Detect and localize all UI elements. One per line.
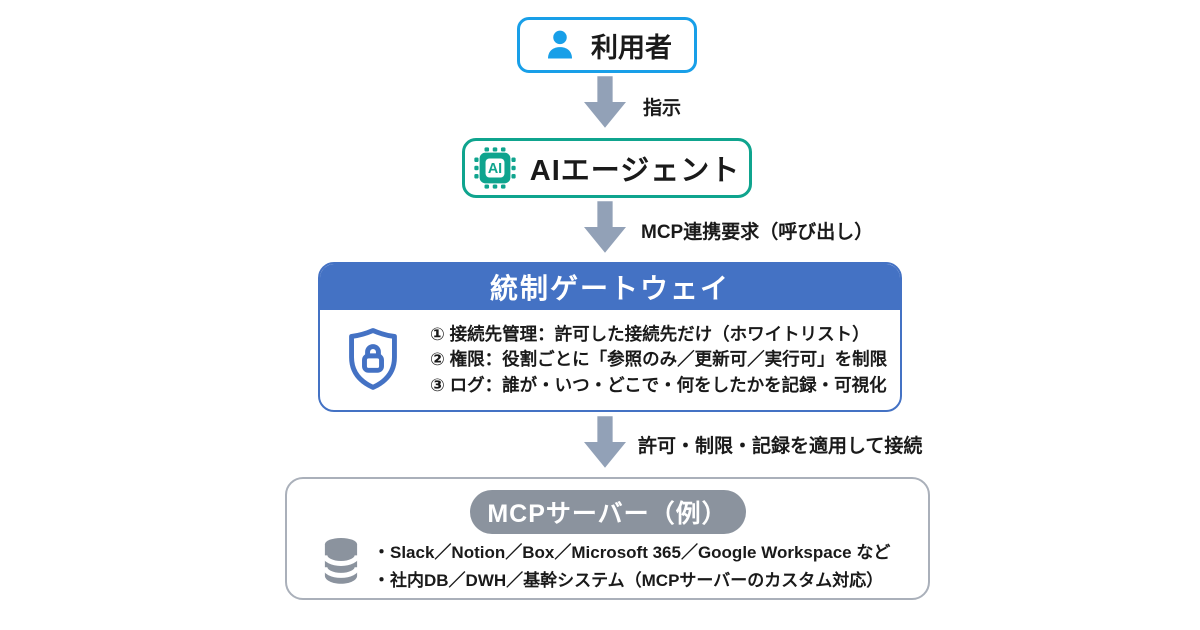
user-label: 利用者 [591, 32, 672, 63]
database-icon [322, 537, 360, 584]
shield-lock-icon [349, 328, 397, 390]
arrow2-label: MCP連携要求（呼び出し） [641, 222, 874, 243]
arrow-down-icon [584, 201, 626, 253]
mcp-example-item-2: ・社内DB／DWH／基幹システム（MCPサーバーのカスタム対応） [373, 571, 884, 590]
gateway-node: 統制ゲートウェイ ① 接続先管理：許可した接続先だけ（ホワイトリスト） ② 権限… [318, 262, 902, 412]
mcp-servers-node: MCPサーバー（例） ・Slack／Notion／Box／Microsoft 3… [285, 477, 930, 600]
mcp-examples-list: ・Slack／Notion／Box／Microsoft 365／Google W… [373, 539, 890, 595]
chip-ai-text: AI [488, 161, 502, 177]
gateway-policy-item-1: ① 接続先管理：許可した接続先だけ（ホワイトリスト） [430, 323, 870, 344]
gateway-title: 統制ゲートウェイ [489, 273, 730, 304]
user-node: 利用者 [517, 17, 697, 73]
mcp-example-item-1: ・Slack／Notion／Box／Microsoft 365／Google W… [373, 543, 891, 562]
ai-agent-node: AI AIエージェント [462, 138, 752, 198]
gateway-body: ① 接続先管理：許可した接続先だけ（ホワイトリスト） ② 権限：役割ごとに「参照… [320, 310, 900, 410]
gateway-policy-item-2: ② 権限：役割ごとに「参照のみ／更新可／実行可」を制限 [430, 349, 888, 370]
gateway-policy-list: ① 接続先管理：許可した接続先だけ（ホワイトリスト） ② 権限：役割ごとに「参照… [430, 322, 887, 399]
ai-chip-icon: AI [474, 147, 516, 189]
ai-agent-label: AIエージェント [529, 155, 741, 187]
gateway-policy-item-3: ③ ログ：誰が・いつ・どこで・何をしたかを記録・可視化 [430, 374, 887, 395]
arrow-down-icon [584, 76, 626, 128]
mcp-title-pill: MCPサーバー（例） [469, 490, 746, 534]
arrow1-label: 指示 [643, 98, 682, 119]
gateway-header: 統制ゲートウェイ [320, 264, 900, 310]
arrow3-label: 許可・制限・記録を適用して接続 [638, 436, 923, 457]
person-icon [548, 30, 572, 59]
arrow-down-icon [584, 416, 626, 468]
mcp-title: MCPサーバー（例） [487, 500, 728, 528]
